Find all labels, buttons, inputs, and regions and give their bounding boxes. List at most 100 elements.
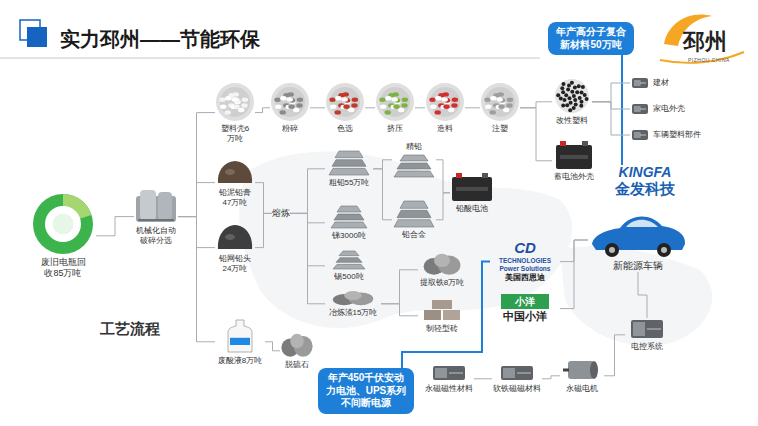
node-text: 锑3000吨 <box>332 231 366 241</box>
picture-part <box>592 216 685 250</box>
picture-part <box>430 105 436 109</box>
node-text: 电控系统 <box>631 342 663 352</box>
picture-part <box>484 98 490 102</box>
flow-line <box>542 376 560 379</box>
picture-part <box>559 96 563 100</box>
picture-part <box>570 90 574 94</box>
picture-part <box>230 338 250 345</box>
item-picture <box>331 250 367 270</box>
node-text: 小洋 <box>501 294 549 309</box>
picture-part <box>330 87 360 117</box>
picture-part <box>274 98 280 102</box>
picture-part <box>605 243 619 257</box>
process-node: 精铅 <box>392 142 436 178</box>
picture-part <box>435 96 441 100</box>
item-picture <box>215 158 255 186</box>
picture-part <box>293 108 299 112</box>
picture-part <box>442 97 448 101</box>
picture-part <box>275 87 305 117</box>
node-text: TECHNOLOGIES Power Solutions <box>490 257 560 273</box>
node-text: KINGFA <box>619 165 672 180</box>
picture-part <box>385 110 391 114</box>
picture-part <box>432 300 452 309</box>
flow-line <box>381 304 418 316</box>
picture-part <box>426 83 464 121</box>
picture-part <box>561 104 565 108</box>
picture-part <box>335 96 341 100</box>
picture-part <box>647 329 661 330</box>
picture-part <box>568 108 572 112</box>
picture-part <box>572 106 576 110</box>
node-text: CD <box>514 240 536 257</box>
picture-part <box>275 105 281 109</box>
picture-part <box>581 85 585 89</box>
picture-part <box>218 225 252 249</box>
picture-part <box>219 98 225 102</box>
item-picture <box>331 290 375 306</box>
process-node: 电控系统 <box>625 318 669 352</box>
process-node: 家电外壳 <box>630 102 685 116</box>
item-picture <box>431 364 467 382</box>
item-picture <box>270 82 310 122</box>
item-picture <box>480 82 520 122</box>
picture-part <box>572 94 576 98</box>
flow-line <box>520 108 552 161</box>
picture-part <box>506 103 512 107</box>
picture-part <box>216 83 254 121</box>
picture-part <box>498 105 504 109</box>
source-node: 废旧电瓶回收85万吨 <box>30 193 96 279</box>
picture-part <box>626 220 658 227</box>
picture-part <box>400 201 428 208</box>
picture-part <box>329 168 369 175</box>
flow-line <box>290 213 325 303</box>
node-text: 建材 <box>653 78 669 88</box>
process-node: 铅合金 <box>392 200 436 240</box>
process-node: 粉碎 <box>270 82 310 134</box>
picture-part <box>575 90 579 94</box>
picture-part <box>556 93 560 97</box>
picture-part <box>580 100 584 104</box>
item-picture <box>629 318 665 340</box>
picture-part <box>225 169 235 175</box>
item-picture <box>392 200 436 228</box>
picture-part <box>451 103 457 107</box>
item-picture <box>327 150 371 176</box>
node-text: 铅酸电池 <box>456 204 488 214</box>
logo-subtext: PIZHOU CHINA <box>688 57 730 63</box>
flow-line <box>638 272 647 318</box>
picture-part <box>573 98 577 102</box>
process-step: 熔炼 <box>272 208 290 219</box>
picture-part <box>53 214 74 235</box>
node-text: 铅网铅头24万吨 <box>215 254 255 273</box>
picture-part <box>633 322 645 336</box>
item-picture <box>215 222 255 252</box>
picture-part <box>562 82 566 86</box>
process-node: 造料 <box>425 82 465 134</box>
picture-part <box>241 103 247 107</box>
flow-line <box>436 193 450 220</box>
picture-part <box>297 98 303 102</box>
process-node: 新能源车辆 <box>588 208 688 272</box>
picture-part <box>609 247 615 253</box>
process-node: 铅酸电池 <box>450 172 494 214</box>
node-text: 美国西恩迪 <box>505 273 545 283</box>
picture-part <box>433 366 465 380</box>
flow-line <box>592 102 630 135</box>
item-picture <box>215 82 255 122</box>
picture-part <box>225 96 231 100</box>
node-text: 机械化自动破碎分选 <box>134 226 178 245</box>
picture-part <box>640 135 646 136</box>
picture-part <box>485 87 515 117</box>
picture-part <box>337 206 361 212</box>
item-picture <box>325 82 365 122</box>
node-text: 新能源车辆 <box>613 260 663 272</box>
picture-part <box>398 108 404 112</box>
picture-part <box>556 145 592 169</box>
picture-part <box>634 80 641 86</box>
picture-part <box>343 105 349 109</box>
picture-part <box>335 110 341 114</box>
node-text: 塑料壳6万吨 <box>219 124 251 143</box>
flow-line <box>255 183 272 214</box>
logo-text: 邳州 <box>683 27 727 57</box>
